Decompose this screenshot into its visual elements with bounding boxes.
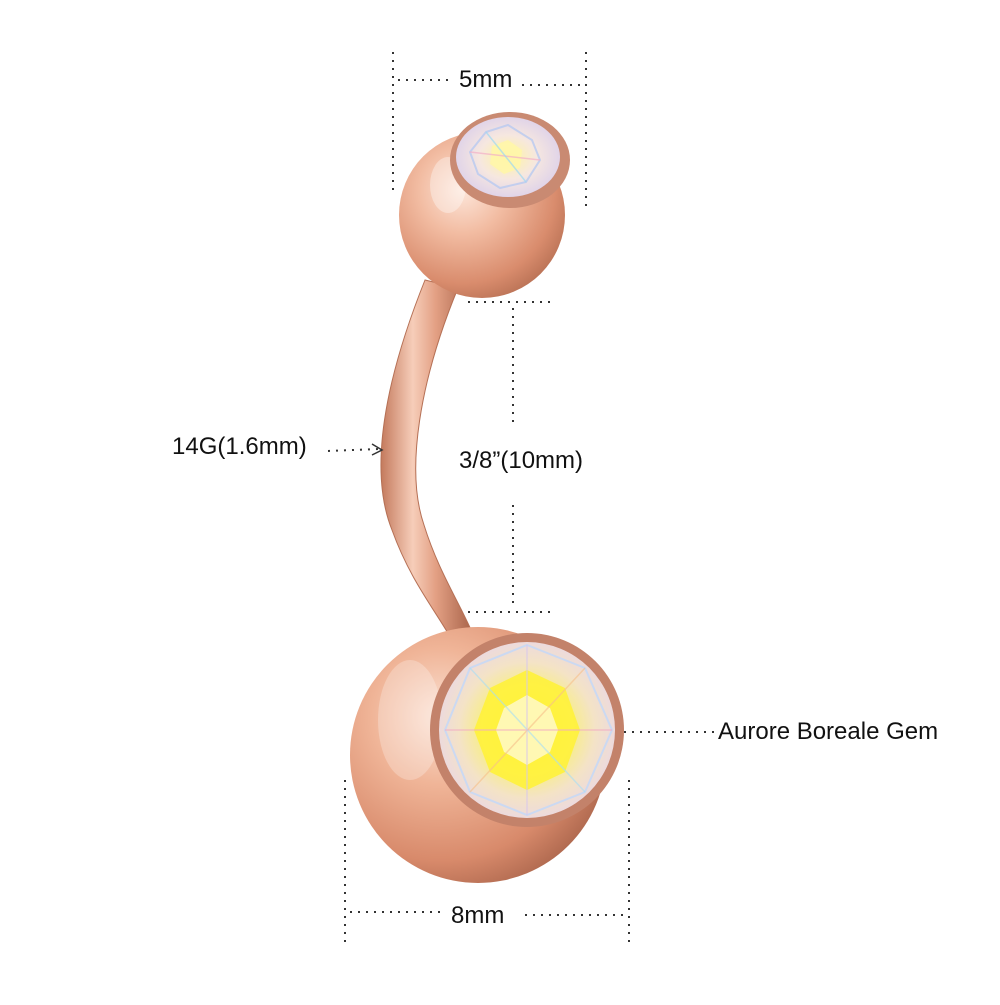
gauge-arrow-icon — [371, 443, 384, 456]
gem-type-label: Aurore Boreale Gem — [718, 718, 939, 745]
bar-length-label: 3/8”(10mm) — [459, 447, 584, 474]
dimension-lines — [327, 52, 714, 945]
top-ball — [399, 112, 570, 298]
top-ball-diameter-label: 5mm — [459, 66, 513, 93]
top-gem — [450, 112, 570, 208]
bottom-ball-diameter-label: 8mm — [451, 902, 505, 929]
bottom-ball — [350, 627, 624, 883]
bar-gauge-label: 14G(1.6mm) — [172, 433, 307, 460]
aurora-gem — [430, 633, 624, 827]
